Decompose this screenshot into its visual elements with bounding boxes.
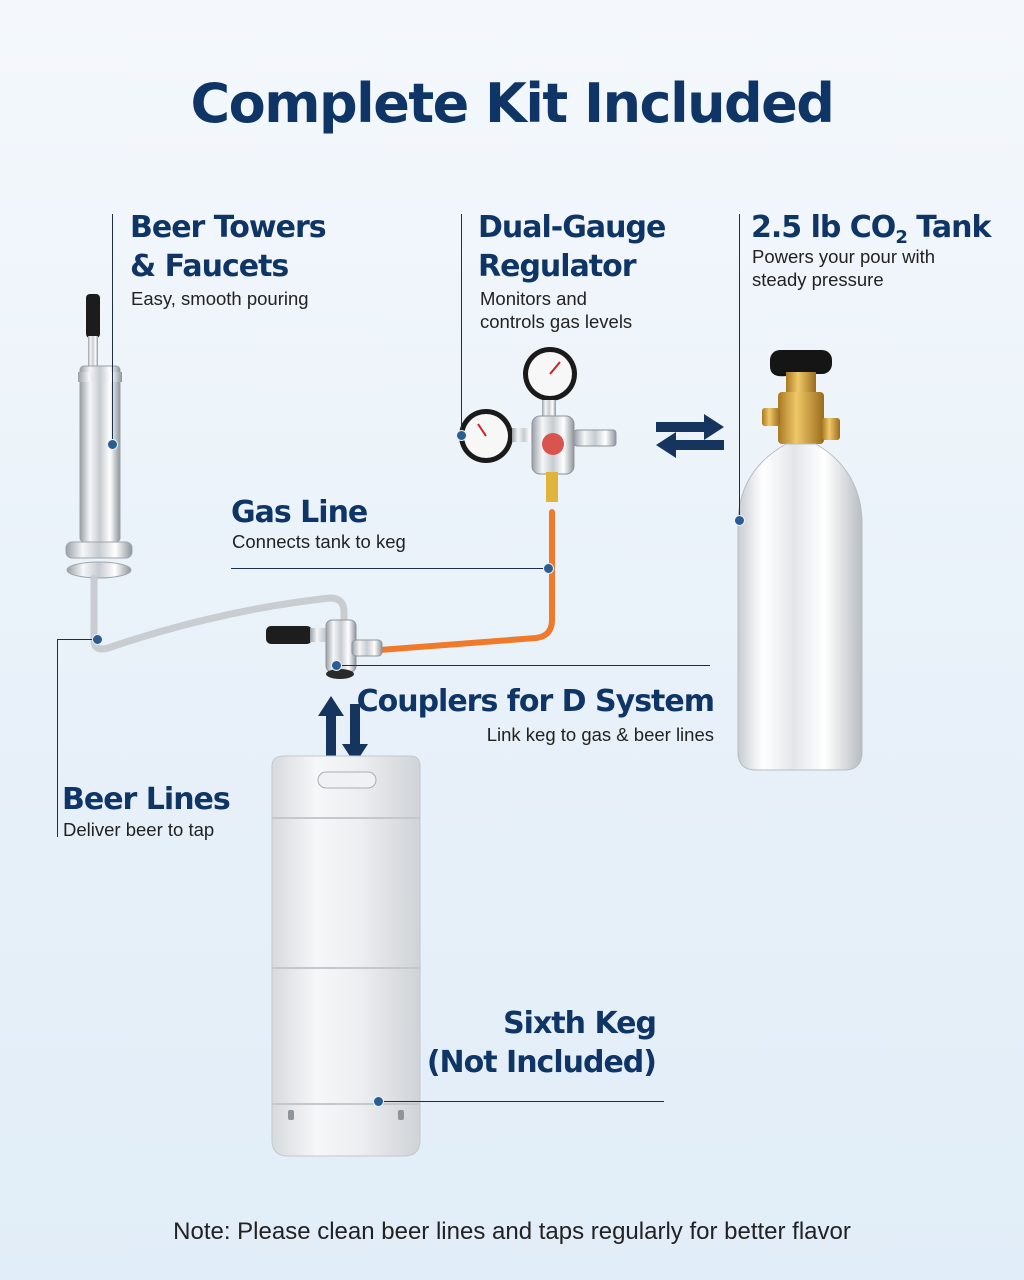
gas-line-desc: Connects tank to keg bbox=[232, 531, 406, 552]
tower-callout-line bbox=[112, 214, 113, 444]
tank-desc-line1: Powers your pour with bbox=[752, 246, 936, 267]
care-note: Note: Please clean beer lines and taps r… bbox=[173, 1218, 851, 1245]
coupler-image bbox=[266, 509, 555, 679]
gas-line-heading: Gas Line bbox=[231, 495, 368, 530]
beer-tower-image bbox=[65, 294, 348, 653]
regulator-callout-line bbox=[461, 214, 462, 434]
tank-desc: Powers your pour with steady pressure bbox=[752, 245, 935, 291]
tank-heading-suffix: Tank bbox=[906, 210, 991, 245]
gas-line-callout-dot bbox=[543, 563, 554, 574]
regulator-callout-dot bbox=[456, 430, 467, 441]
tower-callout-dot bbox=[107, 439, 118, 450]
regulator-heading-line2: Regulator bbox=[478, 249, 637, 284]
gas-line-callout-line bbox=[231, 568, 553, 569]
regulator-heading: Dual-Gauge Regulator bbox=[478, 208, 666, 286]
exchange-arrows-icon bbox=[656, 414, 724, 458]
tank-desc-line2: steady pressure bbox=[752, 269, 884, 290]
keg-heading-line1: Sixth Keg bbox=[503, 1006, 657, 1041]
beer-lines-heading: Beer Lines bbox=[62, 782, 231, 817]
page-title: Complete Kit Included bbox=[190, 72, 835, 135]
coupler-desc: Link keg to gas & beer lines bbox=[486, 724, 714, 745]
tank-heading-subscript: 2 bbox=[895, 227, 907, 248]
tower-heading: Beer Towers & Faucets bbox=[130, 208, 327, 286]
beer-lines-desc: Deliver beer to tap bbox=[63, 819, 215, 840]
coupler-callout-line bbox=[336, 665, 710, 666]
regulator-image bbox=[459, 347, 617, 502]
regulator-desc-line1: Monitors and bbox=[480, 288, 587, 309]
regulator-desc: Monitors and controls gas levels bbox=[480, 287, 632, 333]
regulator-heading-line1: Dual-Gauge bbox=[478, 210, 666, 245]
tower-heading-line1: Beer Towers bbox=[130, 210, 327, 245]
keg-heading: Sixth Keg (Not Included) bbox=[426, 1004, 657, 1082]
keg-image bbox=[271, 755, 421, 1157]
coupler-callout-dot bbox=[331, 660, 342, 671]
keg-callout-dot bbox=[373, 1096, 384, 1107]
swap-vertical-arrows-icon bbox=[318, 696, 368, 766]
tank-heading: 2.5 lb CO2 Tank bbox=[751, 208, 991, 257]
tower-heading-line2: & Faucets bbox=[130, 249, 289, 284]
co2-tank-image bbox=[737, 350, 863, 771]
tower-desc: Easy, smooth pouring bbox=[131, 288, 309, 309]
coupler-heading: Couplers for D System bbox=[356, 684, 715, 719]
tank-callout-dot bbox=[734, 515, 745, 526]
beer-lines-callout-line-v bbox=[57, 639, 58, 837]
beer-lines-callout-dot bbox=[92, 634, 103, 645]
regulator-desc-line2: controls gas levels bbox=[480, 311, 633, 332]
keg-callout-line bbox=[378, 1101, 664, 1102]
tank-heading-prefix: 2.5 lb CO bbox=[751, 210, 896, 245]
beer-lines-callout-line-h bbox=[57, 639, 97, 640]
tank-callout-line bbox=[739, 214, 740, 520]
keg-heading-line2: (Not Included) bbox=[426, 1045, 657, 1080]
